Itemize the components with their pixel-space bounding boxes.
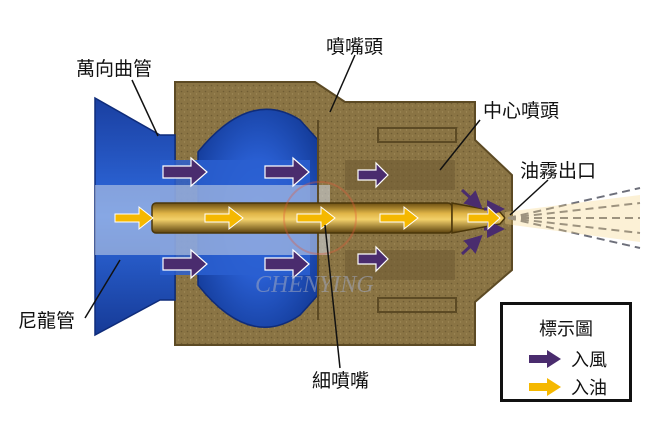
legend-air: 入風: [527, 347, 607, 371]
watermark-emblem: [283, 181, 357, 255]
oil-arrow-icon: [529, 378, 561, 396]
mist-glow: [505, 195, 640, 242]
label-center-nozzle: 中心噴頭: [483, 100, 560, 122]
air-arrow-icon: [529, 350, 561, 368]
label-fine-nozzle: 細噴嘴: [312, 370, 370, 392]
lower-slot: [377, 297, 457, 313]
upper-slot: [377, 127, 457, 143]
watermark-text: CHENYING: [255, 272, 374, 298]
legend-air-label: 入風: [571, 350, 607, 371]
label-mist-outlet: 油霧出口: [520, 160, 597, 182]
label-nozzle: 噴嘴頭: [326, 36, 384, 58]
oil-arrows: [114, 205, 501, 231]
legend-oil-label: 入油: [571, 378, 607, 399]
air-arrows: [162, 156, 389, 280]
leader-lines: [84, 54, 549, 369]
label-elbow-tube: 萬向曲管: [76, 58, 153, 80]
legend-oil: 入油: [527, 375, 607, 399]
mist-spray: [507, 187, 641, 249]
legend-title: 標示圖: [539, 319, 593, 340]
legend: 標示圖 入風 入油: [500, 302, 632, 402]
label-nylon-tube: 尼龍管: [18, 310, 76, 332]
